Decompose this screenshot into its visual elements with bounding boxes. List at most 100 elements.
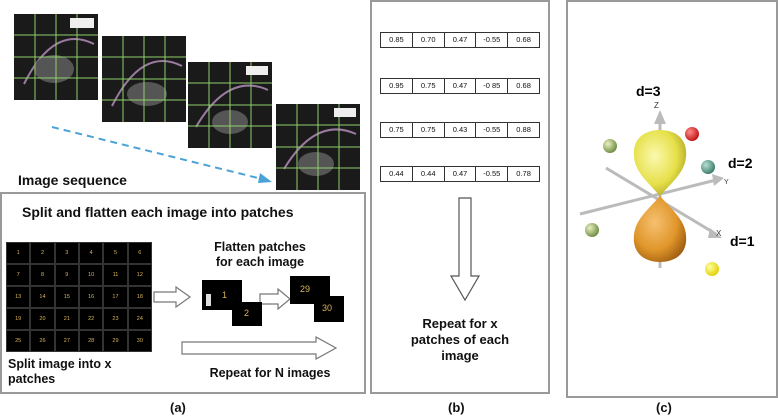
vector-cell: 0.70: [413, 33, 445, 47]
atom-yellow: [705, 262, 719, 276]
patch-cell: 10: [79, 264, 104, 286]
patch-cell: 8: [30, 264, 55, 286]
panel-b: [370, 0, 550, 394]
frame-grid: [14, 14, 98, 100]
vector-cell: 0.88: [516, 125, 531, 134]
patch-cell: 11: [103, 264, 128, 286]
frame-grid: [188, 62, 272, 148]
caption-b: (b): [448, 400, 465, 415]
repeat-images-arrow: [181, 336, 338, 360]
vector-cell: 0.95: [381, 79, 413, 93]
flat-patch-2-number: 2: [244, 308, 250, 318]
lobe-lower: [633, 196, 687, 262]
image-sequence-label: Image sequence: [18, 172, 127, 188]
patch-cell: 4: [79, 242, 104, 264]
vector-cell: 0.75: [413, 79, 445, 93]
patch-cell: 23: [103, 308, 128, 330]
patch-cell: 9: [54, 264, 79, 286]
patch-cell: 25: [6, 330, 31, 352]
axis-x-label: X: [716, 229, 722, 238]
atom-green-bottom: [585, 223, 599, 237]
flatten-label: Flatten patches for each image: [214, 240, 306, 269]
panel-c: [566, 0, 778, 398]
patch-cell: 24: [127, 308, 152, 330]
label-d3: d=3: [636, 83, 661, 99]
label-d2: d=2: [728, 155, 753, 171]
patch-cell: 30: [127, 330, 152, 352]
flat-patch-29-number: 29: [300, 284, 311, 294]
hollow-arrow-1: [153, 286, 192, 308]
flat-patch-1-number: 1: [222, 290, 228, 300]
repeat-down-arrow: [449, 197, 481, 302]
patch-cell: 21: [54, 308, 79, 330]
patch-cell: 20: [30, 308, 55, 330]
vector-cell: 0.47: [445, 33, 477, 47]
ultrasound-frame-3: [188, 62, 272, 148]
flat-patch-30: 30: [314, 296, 344, 322]
y-arrowhead: [712, 174, 724, 186]
frame-grid: [276, 104, 360, 190]
caption-c: (c): [656, 400, 672, 415]
patch-cell: 6: [127, 242, 152, 264]
vector-cell: 0.44: [413, 167, 445, 181]
vector-cell: -0.55: [476, 33, 509, 47]
patch-cell: 12: [127, 264, 152, 286]
lobe-upper: [633, 130, 687, 196]
vector-cell: 0.75: [381, 123, 413, 137]
vector-cell: 0.68: [516, 35, 531, 44]
patch-cell: 28: [79, 330, 104, 352]
patch-cell: 5: [103, 242, 128, 264]
patch-cell: 14: [30, 286, 55, 308]
patch-cell: 18: [127, 286, 152, 308]
vector-cell: 0.44: [381, 167, 413, 181]
sequence-dashed-arrow: [51, 126, 272, 183]
patch-cell: 3: [54, 242, 79, 264]
vector-cell: 0.68: [516, 81, 531, 90]
x-arrowhead: [708, 228, 722, 238]
patch-cell: 7: [6, 264, 31, 286]
orbital-diagram: d=3 d=2 d=1 Z Y X: [579, 83, 755, 276]
vector-cell: 0.85: [381, 33, 413, 47]
patch-cell: 1: [6, 242, 31, 264]
atom-red: [685, 127, 699, 141]
ultrasound-frame-4: [276, 104, 360, 190]
caption-a: (a): [170, 400, 186, 415]
axis-z-label: Z: [654, 101, 659, 110]
patch-cell: 15: [54, 286, 79, 308]
hollow-arrow-2: [259, 288, 291, 310]
ultrasound-frame-1: [14, 14, 98, 100]
vector-cell: 0.75: [413, 123, 445, 137]
axis-y-label: Y: [724, 179, 729, 186]
vector-cell: 0.43: [445, 123, 477, 137]
repeat-images-label: Repeat for N images: [209, 366, 331, 380]
patch-cell: 2: [30, 242, 55, 264]
patch-cell: 22: [79, 308, 104, 330]
label-d1: d=1: [730, 233, 755, 249]
atom-teal: [701, 160, 715, 174]
flat-patch-2: 2: [232, 302, 262, 326]
repeat-patches-label: Repeat for x patches of each image: [410, 316, 510, 363]
vector-cell: 0.78: [516, 169, 531, 178]
ultrasound-frame-2: [102, 36, 186, 122]
vector-cell: 0.47: [445, 79, 477, 93]
z-arrowhead: [654, 110, 666, 124]
vector-cell: -0.55: [476, 167, 509, 181]
vector-cell: 0.47: [445, 167, 477, 181]
frame-grid: [102, 36, 186, 122]
patch-cell: 27: [54, 330, 79, 352]
patch-cell: 26: [30, 330, 55, 352]
vector-cell: -0 85: [476, 79, 509, 93]
split-heading: Split and flatten each image into patche…: [22, 204, 294, 220]
atom-green-top: [603, 139, 617, 153]
patch-cell: 13: [6, 286, 31, 308]
flat-patch-30-number: 30: [322, 303, 333, 313]
patch-cell: 16: [79, 286, 104, 308]
split-caption: Split image into x patches: [8, 357, 112, 386]
patch-cell: 19: [6, 308, 31, 330]
patch-cell: 17: [103, 286, 128, 308]
